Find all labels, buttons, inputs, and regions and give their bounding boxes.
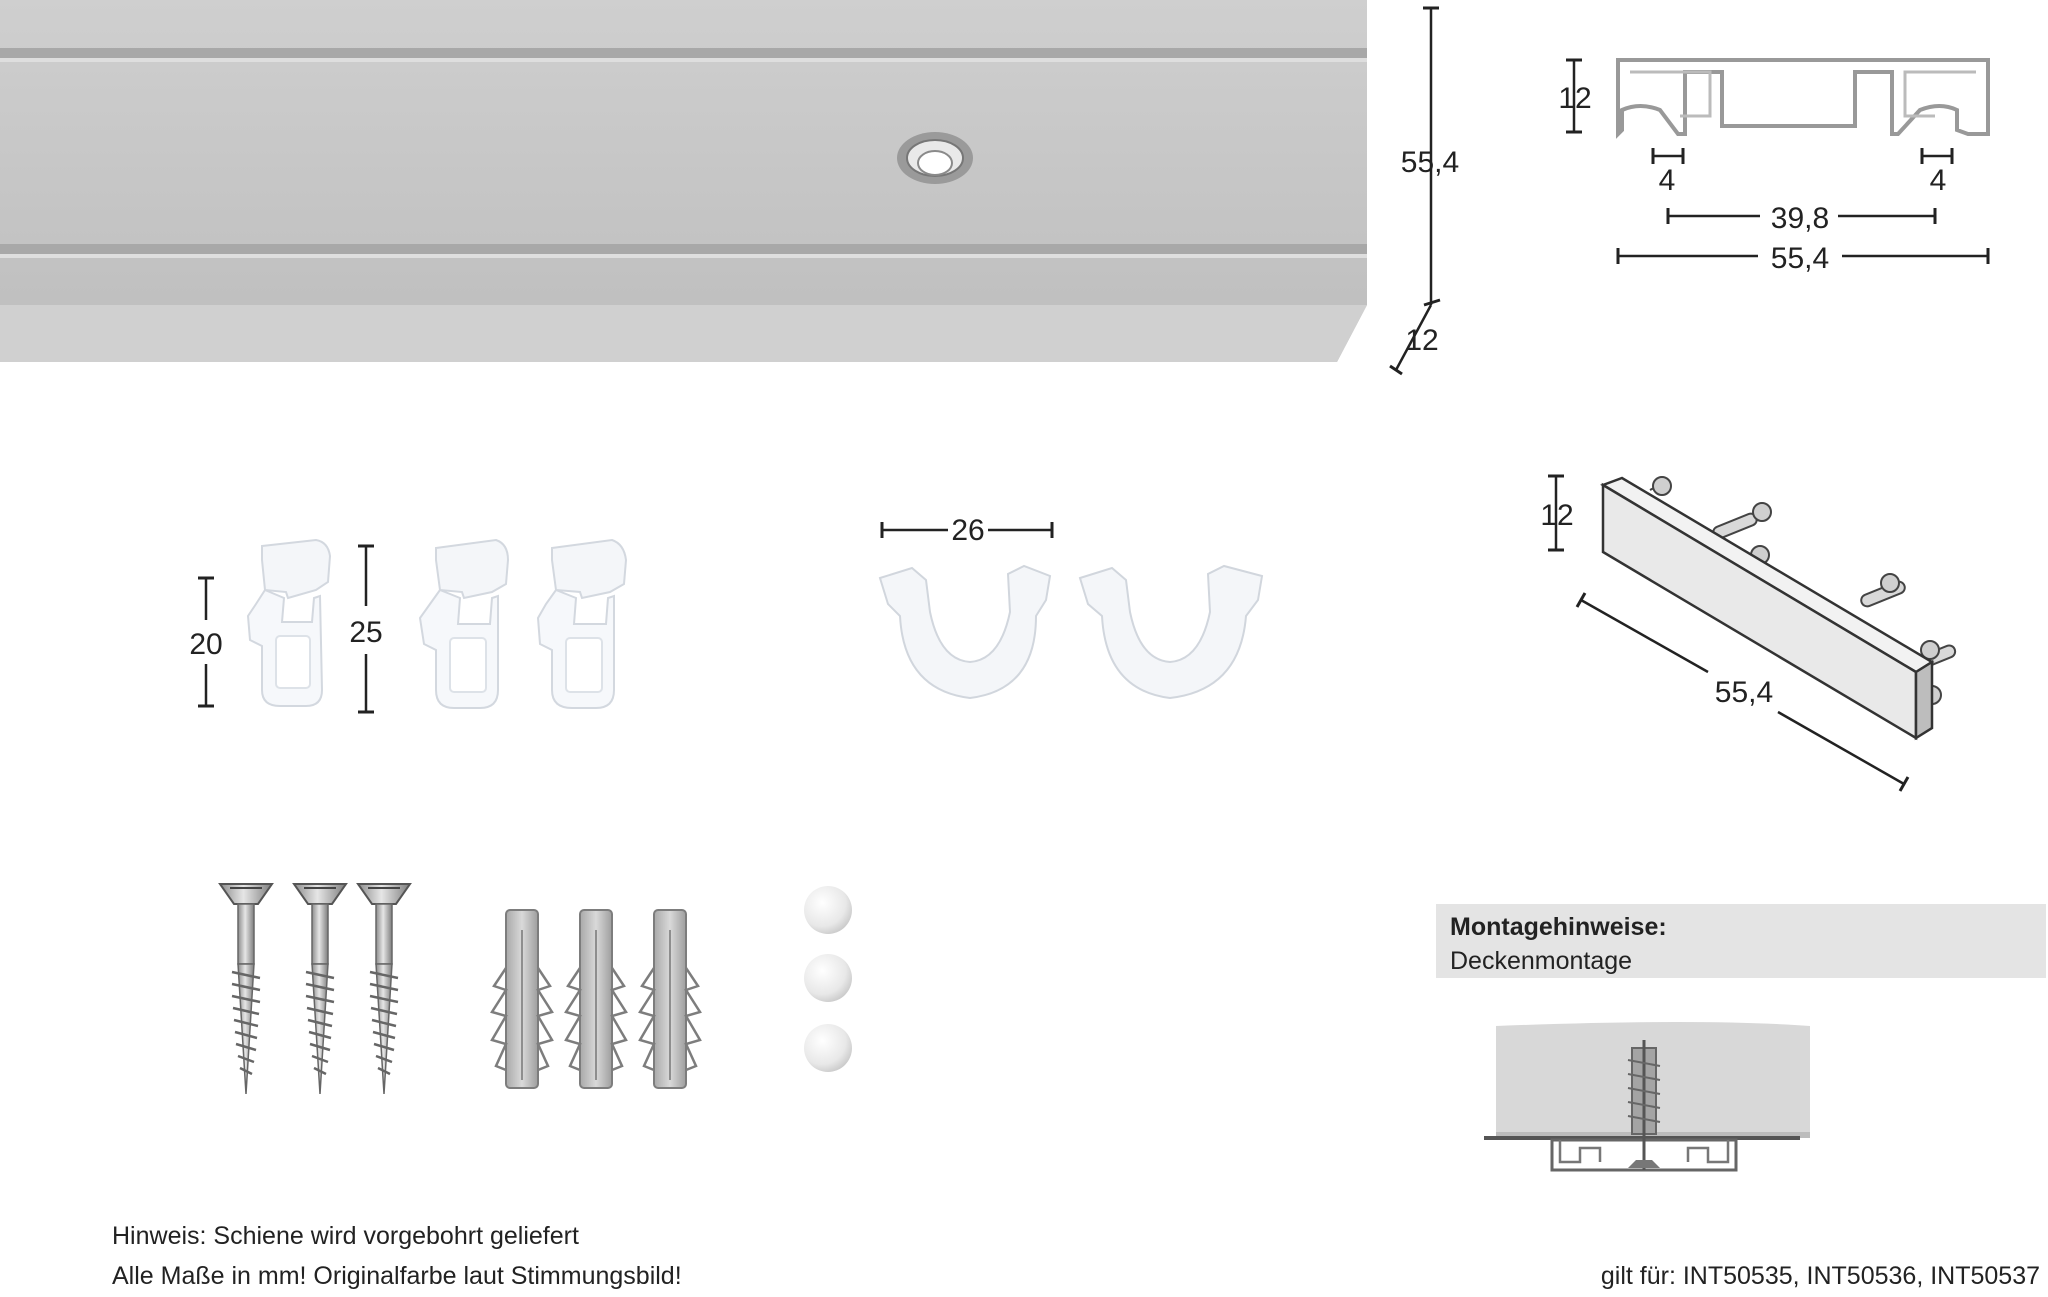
profile-groove-left-label: 4 bbox=[1659, 164, 1676, 197]
rail-dimensions: 55,4 12 bbox=[1389, 6, 1459, 376]
note-valid-for: gilt für: INT50535, INT50536, INT50537 bbox=[1600, 1262, 2040, 1290]
wall-plug-1 bbox=[490, 909, 554, 1089]
screws bbox=[218, 883, 412, 1095]
cover-caps bbox=[804, 886, 852, 1072]
glider-small-height-label: 20 bbox=[189, 628, 222, 661]
profile-total-width-label: 55,4 bbox=[1771, 242, 1829, 275]
glider-large-height-label: 25 bbox=[349, 616, 382, 649]
end-cap-image bbox=[1600, 476, 1957, 741]
clip-left bbox=[878, 564, 1052, 700]
rail-length-label: 55,4 bbox=[1401, 146, 1459, 179]
clip-right bbox=[1078, 564, 1264, 700]
ceiling-mount-illustration bbox=[1484, 1022, 1810, 1172]
profile-inner-width-label: 39,8 bbox=[1771, 202, 1829, 235]
end-cap-height-label: 12 bbox=[1540, 499, 1573, 532]
profile-cross-section bbox=[1616, 58, 1990, 139]
glider-large-2 bbox=[536, 538, 628, 709]
screw-1 bbox=[218, 883, 274, 1095]
profile-groove-right-label: 4 bbox=[1930, 164, 1947, 197]
wall-plug-3 bbox=[638, 909, 702, 1089]
end-cap-length-label: 55,4 bbox=[1715, 676, 1773, 709]
note-dimensions: Alle Maße in mm! Originalfarbe laut Stim… bbox=[112, 1262, 682, 1290]
end-cap-dimensions: 12 55,4 bbox=[1540, 474, 1910, 792]
cover-cap-1 bbox=[804, 886, 852, 934]
profile-height-label: 12 bbox=[1558, 82, 1591, 115]
mounting-subtitle: Deckenmontage bbox=[1450, 947, 1633, 975]
wall-plugs bbox=[490, 909, 702, 1089]
rail-image bbox=[0, 0, 1367, 362]
cover-cap-2 bbox=[804, 954, 852, 1002]
mounting-title: Montagehinweise: bbox=[1450, 913, 1667, 941]
profile-dimensions: 12 4 4 39,8 55,4 bbox=[1558, 58, 1990, 275]
mounting-instructions-box: Montagehinweise: Deckenmontage bbox=[1436, 904, 2046, 978]
glider-dimensions: 20 25 bbox=[189, 544, 383, 714]
rail-clips bbox=[878, 564, 1264, 700]
wall-plug-2 bbox=[564, 909, 628, 1089]
glider-small bbox=[246, 538, 332, 707]
clip-dimensions: 26 bbox=[880, 514, 1054, 547]
note-predrilled: Hinweis: Schiene wird vorgebohrt geliefe… bbox=[112, 1222, 579, 1250]
screw-3 bbox=[356, 883, 412, 1095]
screw-2 bbox=[292, 883, 348, 1095]
cover-cap-3 bbox=[804, 1024, 852, 1072]
rail-height-label: 12 bbox=[1405, 324, 1438, 357]
glider-large-1 bbox=[418, 538, 510, 709]
glider-hooks bbox=[246, 538, 628, 709]
clip-width-label: 26 bbox=[951, 514, 984, 547]
